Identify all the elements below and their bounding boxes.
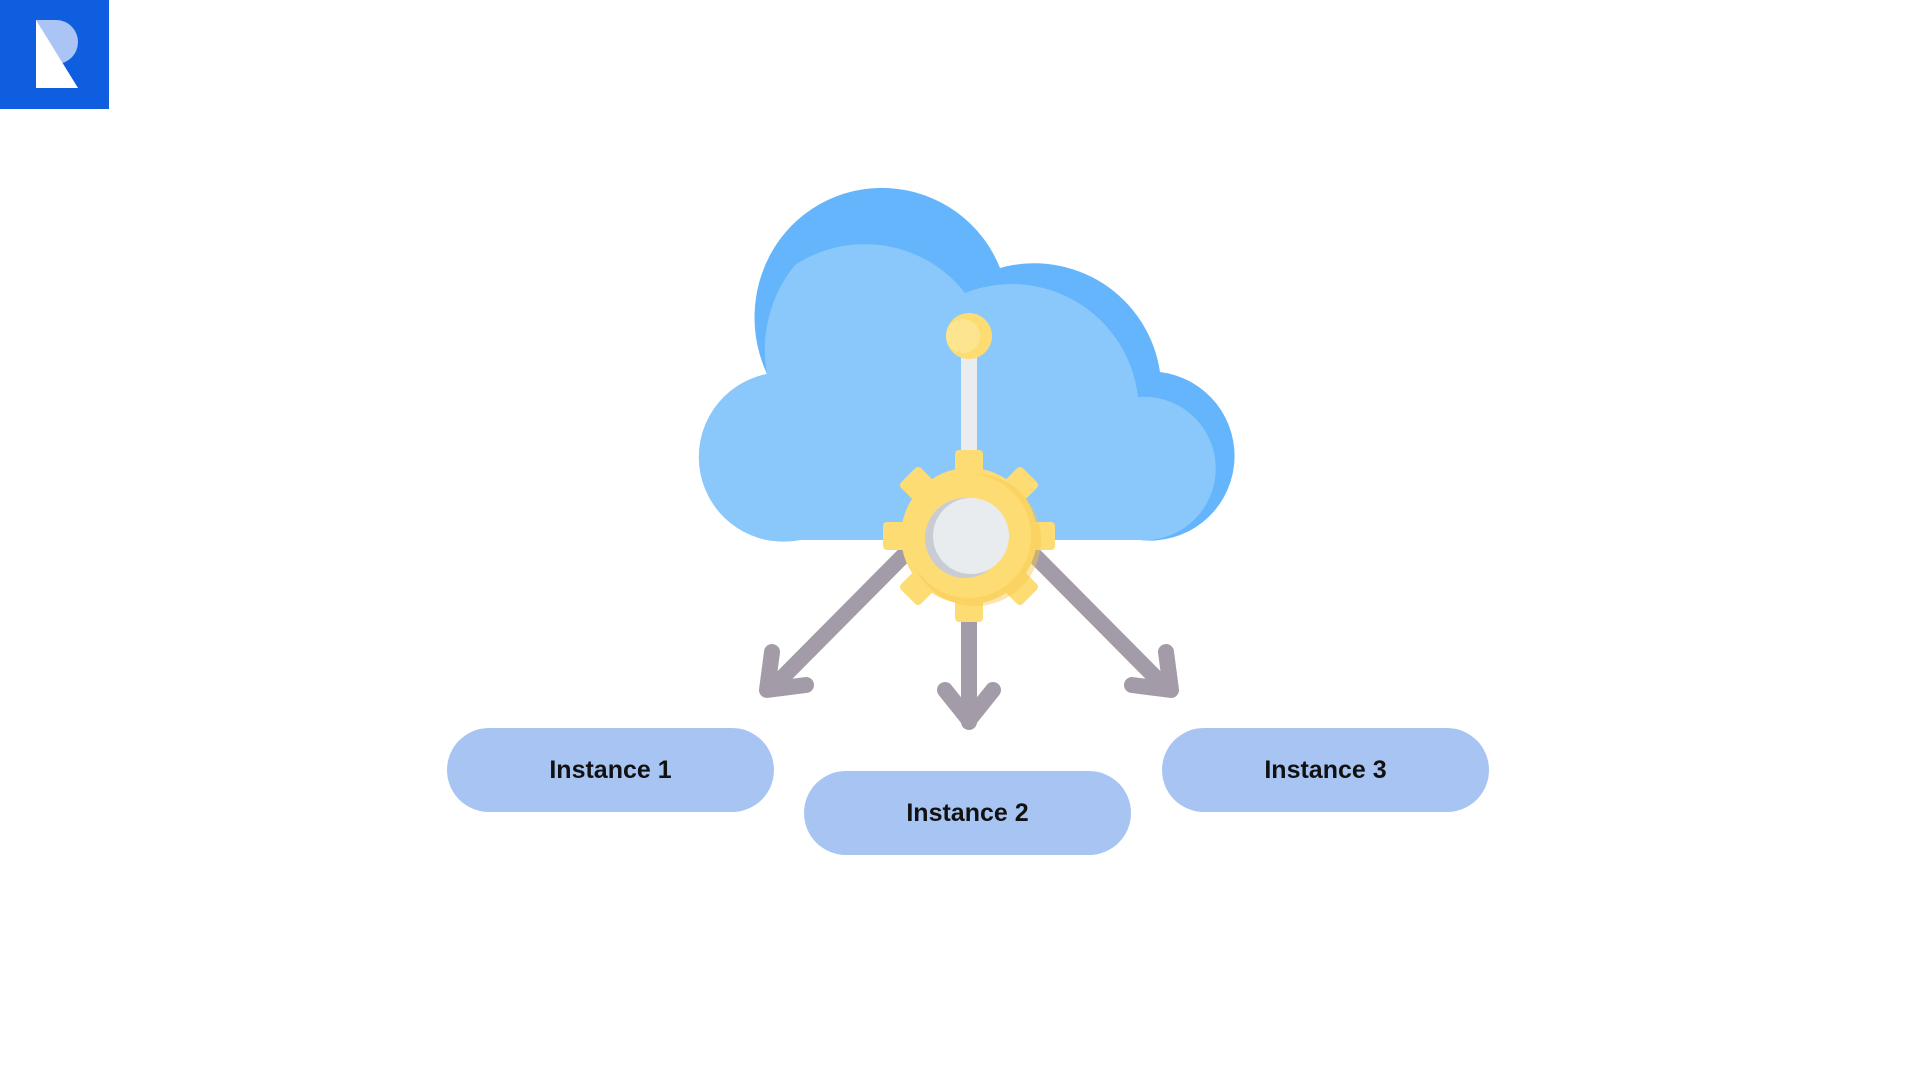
antenna <box>946 313 992 460</box>
arrow-head-right-icon <box>1124 644 1179 698</box>
instance-3-label: Instance 3 <box>1264 755 1387 784</box>
arrows <box>759 544 1179 730</box>
gear-icon <box>883 450 1055 622</box>
instance-2-label: Instance 2 <box>906 798 1029 827</box>
instance-1-label: Instance 1 <box>549 755 672 784</box>
arrow-head-left-icon <box>759 644 814 698</box>
r-logo-icon <box>0 0 109 109</box>
arrow-to-instance-3 <box>1023 544 1172 694</box>
arrow-head-down-icon <box>937 682 1001 728</box>
instance-2-pill: Instance 2 <box>804 771 1131 855</box>
arrow-to-instance-1 <box>766 544 915 694</box>
instance-1-pill: Instance 1 <box>447 728 774 812</box>
instance-3-pill: Instance 3 <box>1162 728 1489 812</box>
